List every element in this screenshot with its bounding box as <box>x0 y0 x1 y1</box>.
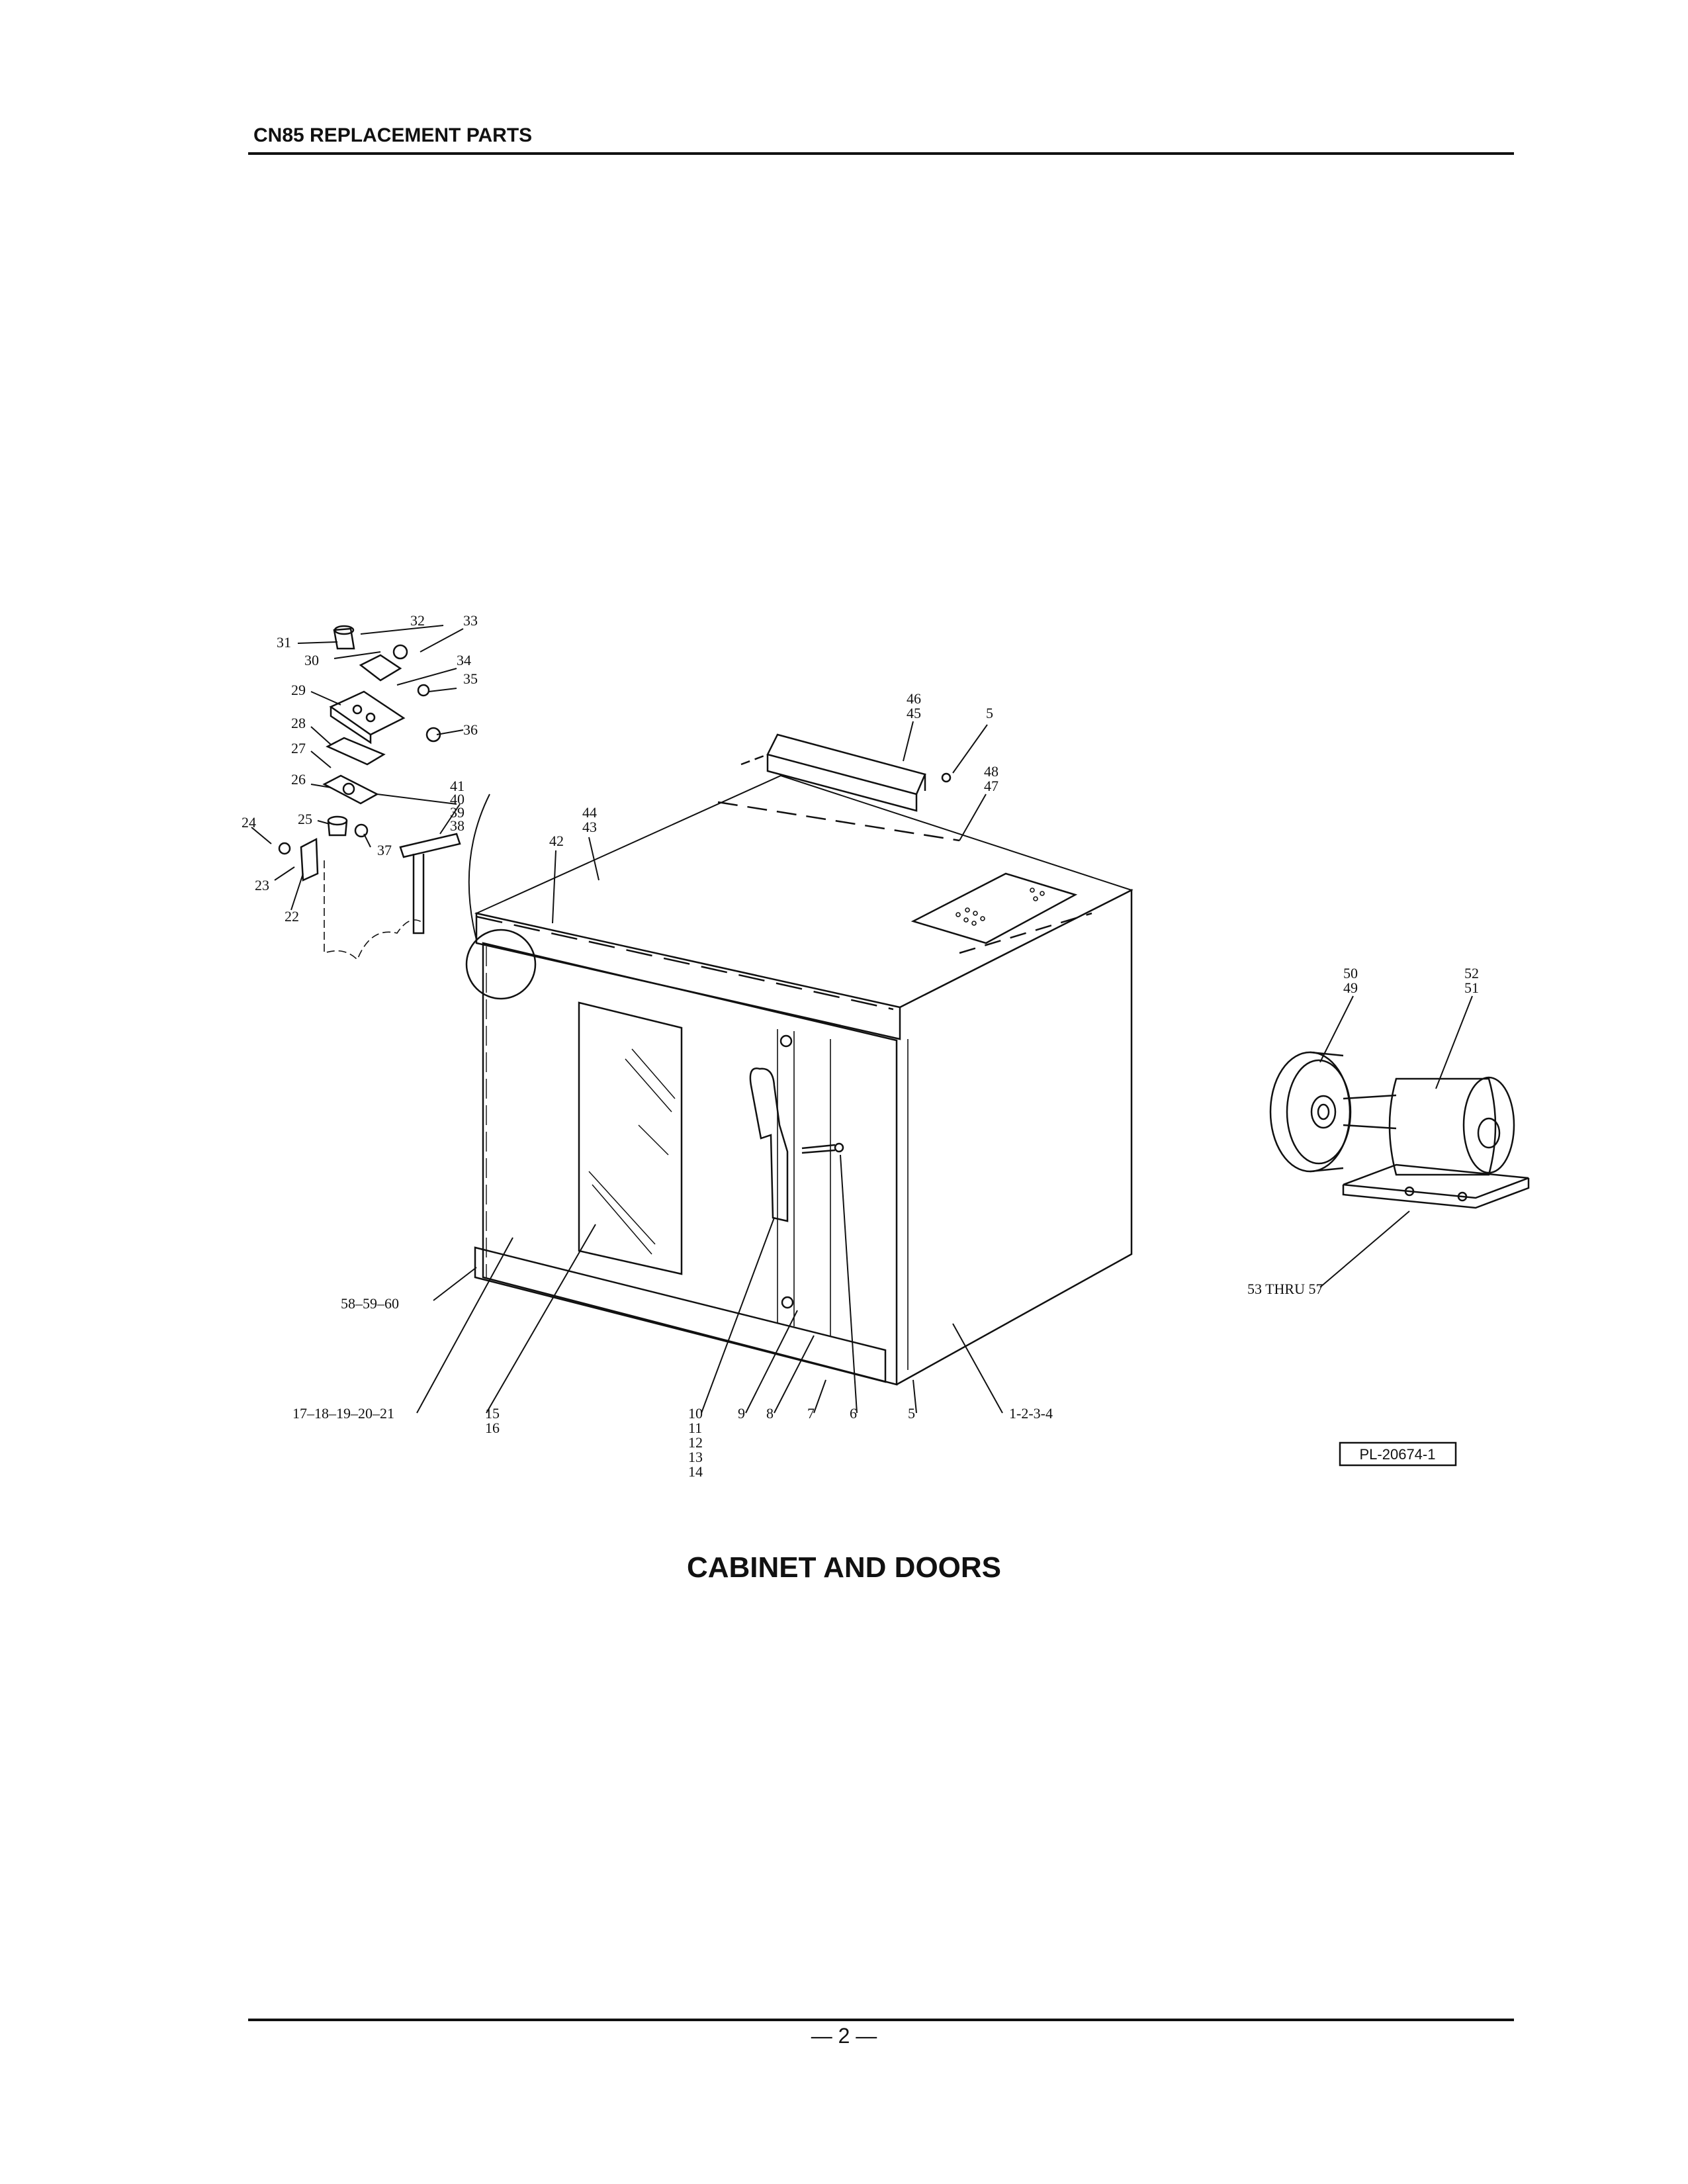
callout-28: 28 <box>291 715 306 731</box>
hinge-exploded-view <box>300 625 537 1000</box>
callout-30: 30 <box>304 652 319 668</box>
callout-48: 48 <box>984 763 999 780</box>
top-bracket <box>740 733 952 812</box>
callout-6: 6 <box>850 1405 857 1422</box>
callout-34: 34 <box>457 652 471 668</box>
callout-33: 33 <box>463 612 478 629</box>
callout-40: 40 <box>450 791 465 807</box>
callout-13: 13 <box>688 1449 703 1465</box>
callout-32: 32 <box>410 612 425 629</box>
callout-25: 25 <box>298 811 312 827</box>
callout-36: 36 <box>463 721 478 738</box>
callout-8: 8 <box>766 1405 774 1422</box>
callout-14: 14 <box>688 1463 703 1480</box>
page-number: — 2 — <box>811 2024 877 2048</box>
callout-37: 37 <box>377 842 392 858</box>
figure-caption: CABINET AND DOORS <box>686 1551 1002 1584</box>
footer-rule <box>248 2019 1514 2021</box>
callout-7: 7 <box>807 1405 815 1422</box>
callout-24: 24 <box>242 814 256 831</box>
callout-5-bottom: 5 <box>908 1405 915 1422</box>
callout-22: 22 <box>285 908 299 925</box>
callout-41: 41 <box>450 778 465 794</box>
callout-23: 23 <box>255 877 269 893</box>
callout-45: 45 <box>907 705 921 721</box>
callout-5-top: 5 <box>986 705 993 721</box>
callout-labels: 1-2-3-4 5 6 7 8 9 10 11 12 13 14 15 16 1… <box>242 612 1479 1480</box>
callout-43: 43 <box>582 819 597 835</box>
callout-31: 31 <box>277 634 291 651</box>
callout-49: 49 <box>1343 979 1358 996</box>
callout-9: 9 <box>738 1405 745 1422</box>
figure-reference-label: PL-20674-1 <box>1360 1446 1436 1463</box>
callout-1-2-3-4: 1-2-3-4 <box>1009 1405 1053 1422</box>
callout-38: 38 <box>450 817 465 834</box>
figure-reference: PL-20674-1 <box>1339 1441 1457 1467</box>
callout-39: 39 <box>450 804 465 821</box>
header-rule <box>248 152 1514 155</box>
callout-26: 26 <box>291 771 306 788</box>
detail-circle <box>465 929 537 1000</box>
callout-52: 52 <box>1464 965 1479 981</box>
callout-16: 16 <box>485 1420 500 1436</box>
page-header-title: CN85 REPLACEMENT PARTS <box>253 124 533 146</box>
callout-50: 50 <box>1343 965 1358 981</box>
callout-46: 46 <box>907 690 921 707</box>
callout-12: 12 <box>688 1434 703 1451</box>
callout-17-21: 17–18–19–20–21 <box>292 1405 394 1422</box>
callout-42: 42 <box>549 833 564 849</box>
callout-47: 47 <box>984 778 999 794</box>
callout-51: 51 <box>1464 979 1479 996</box>
callout-leaders <box>251 625 1473 1414</box>
callout-15: 15 <box>485 1405 500 1422</box>
oven-cabinet <box>474 774 1133 1386</box>
fan-motor-assembly <box>1269 1051 1530 1209</box>
callout-53-57: 53 THRU 57 <box>1247 1281 1323 1297</box>
callout-58-60: 58–59–60 <box>341 1295 399 1312</box>
callout-10: 10 <box>688 1405 703 1422</box>
callout-44: 44 <box>582 804 597 821</box>
callout-29: 29 <box>291 682 306 698</box>
callout-11: 11 <box>688 1420 702 1436</box>
callout-35: 35 <box>463 670 478 687</box>
callout-27: 27 <box>291 740 306 756</box>
